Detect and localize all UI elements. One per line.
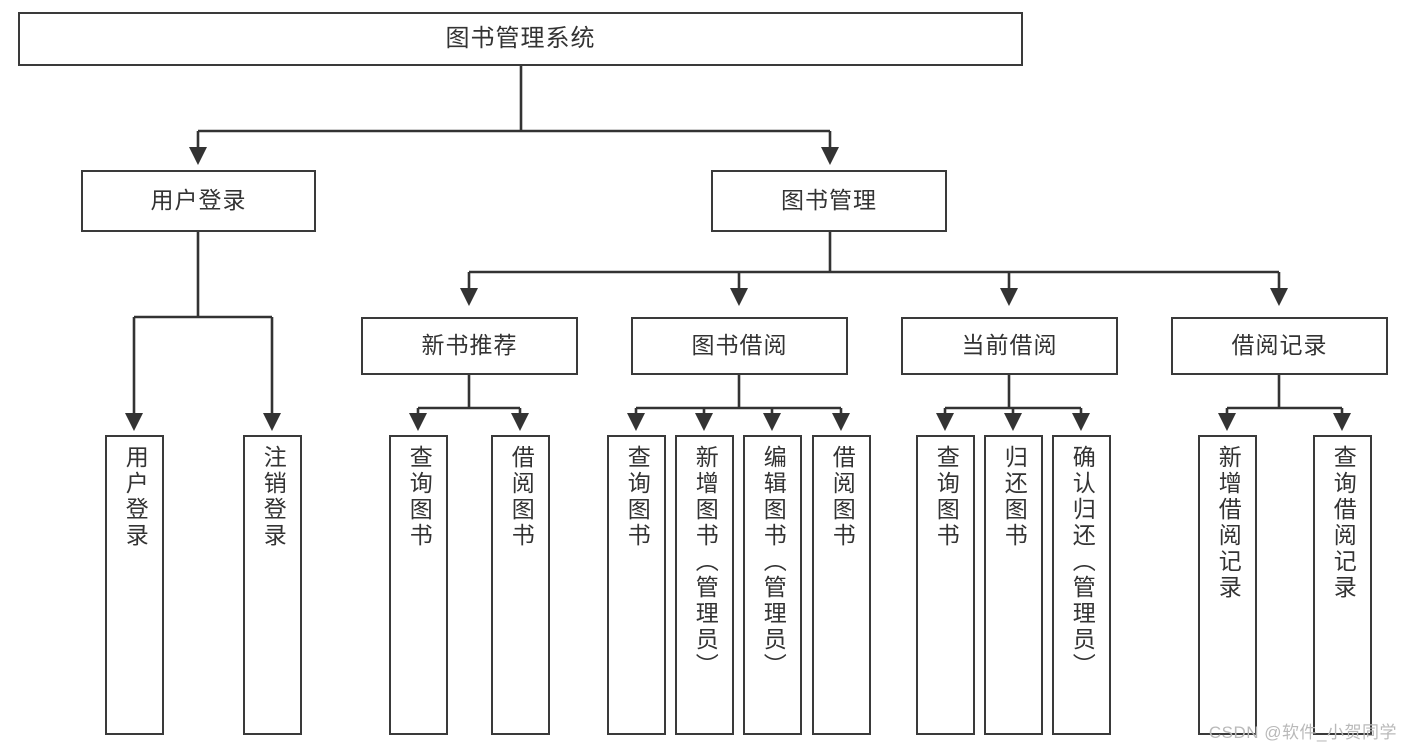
node-label: 注销登录 xyxy=(260,445,287,549)
node-label: 当前借阅 xyxy=(961,332,1058,359)
node-current-borrow[interactable]: 当前借阅 xyxy=(901,317,1118,375)
node-leaf-return-book[interactable]: 归还图书 xyxy=(984,435,1043,735)
node-leaf-add-record[interactable]: 新增借阅记录 xyxy=(1198,435,1257,735)
node-label: 编辑图书（管理员） xyxy=(760,445,787,679)
node-leaf-borrow-book-1[interactable]: 借阅图书 xyxy=(491,435,550,735)
node-leaf-query-book-2[interactable]: 查询图书 xyxy=(607,435,666,735)
node-root-system[interactable]: 图书管理系统 xyxy=(18,12,1023,66)
node-label: 用户登录 xyxy=(122,445,149,549)
node-label: 查询图书 xyxy=(933,445,960,549)
node-leaf-query-record[interactable]: 查询借阅记录 xyxy=(1313,435,1372,735)
node-label: 归还图书 xyxy=(1001,445,1028,549)
node-book-borrow[interactable]: 图书借阅 xyxy=(631,317,848,375)
node-leaf-query-book-1[interactable]: 查询图书 xyxy=(389,435,448,735)
node-label: 图书借阅 xyxy=(691,332,788,359)
node-label: 图书管理系统 xyxy=(445,24,596,52)
node-label: 新增借阅记录 xyxy=(1215,445,1242,601)
node-label: 图书管理 xyxy=(781,187,877,214)
node-leaf-user-login[interactable]: 用户登录 xyxy=(105,435,164,735)
node-user-login[interactable]: 用户登录 xyxy=(81,170,316,232)
node-book-manage[interactable]: 图书管理 xyxy=(711,170,947,232)
node-label: 借阅记录 xyxy=(1231,332,1328,359)
node-label: 新增图书（管理员） xyxy=(692,445,719,679)
node-label: 用户登录 xyxy=(150,187,247,214)
node-label: 借阅图书 xyxy=(829,445,856,549)
node-borrow-record[interactable]: 借阅记录 xyxy=(1171,317,1388,375)
node-label: 借阅图书 xyxy=(508,445,535,549)
node-leaf-edit-book[interactable]: 编辑图书（管理员） xyxy=(743,435,802,735)
node-leaf-confirm-return[interactable]: 确认归还（管理员） xyxy=(1052,435,1111,735)
node-leaf-query-book-3[interactable]: 查询图书 xyxy=(916,435,975,735)
node-leaf-add-book[interactable]: 新增图书（管理员） xyxy=(675,435,734,735)
node-label: 查询借阅记录 xyxy=(1330,445,1357,601)
node-leaf-borrow-book-2[interactable]: 借阅图书 xyxy=(812,435,871,735)
watermark: CSDN @软件_小贺同学 xyxy=(1208,723,1397,742)
node-label: 查询图书 xyxy=(624,445,651,549)
node-label: 查询图书 xyxy=(406,445,433,549)
node-leaf-logout-login[interactable]: 注销登录 xyxy=(243,435,302,735)
node-label: 新书推荐 xyxy=(421,332,518,359)
node-new-book-recommend[interactable]: 新书推荐 xyxy=(361,317,578,375)
node-label: 确认归还（管理员） xyxy=(1069,445,1096,679)
